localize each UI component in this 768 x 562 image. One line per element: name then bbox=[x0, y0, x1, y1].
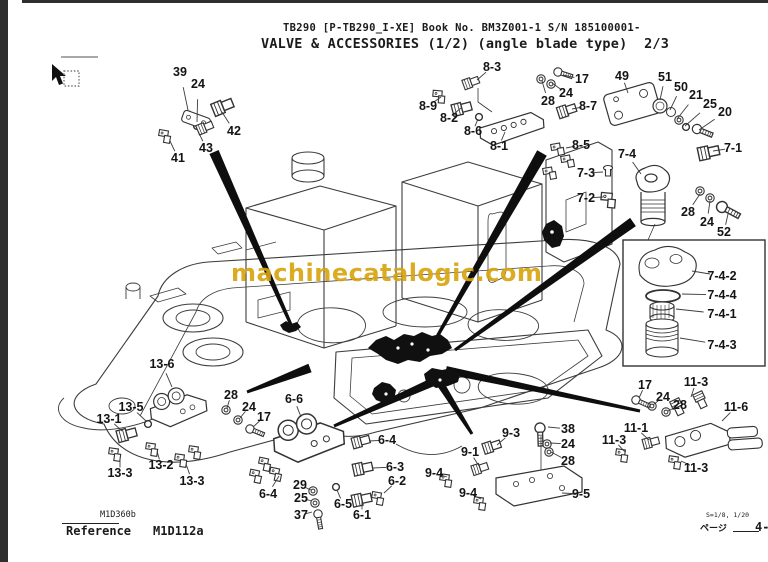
part-label: 8-6 bbox=[463, 124, 483, 138]
watermark-text: machinecatalogic.com bbox=[231, 259, 543, 287]
part-label: 24 bbox=[191, 77, 205, 91]
reference-row: Reference M1D112a bbox=[66, 524, 204, 538]
part-label: 29 bbox=[293, 478, 307, 492]
part-label: 7-2 bbox=[576, 191, 596, 205]
part-label: 17 bbox=[257, 410, 271, 424]
viewer-background-top-edge bbox=[22, 0, 768, 3]
part-label: 6-6 bbox=[284, 392, 304, 406]
scale-note: S=1/8, 1/20 bbox=[706, 511, 750, 519]
part-label: 9-4 bbox=[424, 466, 444, 480]
part-label: 28 bbox=[541, 94, 555, 108]
part-label: 28 bbox=[681, 205, 695, 219]
part-label: 13-1 bbox=[96, 412, 122, 426]
part-label: 11-1 bbox=[623, 421, 649, 435]
part-label: 38 bbox=[561, 422, 575, 436]
page-number-rule bbox=[733, 531, 759, 532]
part-label: 24 bbox=[559, 86, 573, 100]
reference-rule bbox=[62, 523, 119, 524]
part-label: 8-9 bbox=[418, 99, 438, 113]
part-label: 7-4 bbox=[617, 147, 637, 161]
part-label: 50 bbox=[674, 80, 688, 94]
part-label: 25 bbox=[294, 491, 308, 505]
part-label: 7-4-2 bbox=[707, 269, 737, 283]
location-arrows bbox=[209, 150, 641, 435]
page-title: VALVE & ACCESSORIES (1/2) (angle blade t… bbox=[261, 36, 670, 52]
part-label: 42 bbox=[227, 124, 241, 138]
part-label: 20 bbox=[718, 105, 732, 119]
drawing-code: M1D360b bbox=[100, 510, 136, 520]
part-label: 28 bbox=[224, 388, 238, 402]
part-glyphs bbox=[107, 66, 766, 531]
part-label: 9-5 bbox=[571, 487, 591, 501]
part-label: 24 bbox=[656, 390, 670, 404]
leader-lines bbox=[113, 71, 731, 515]
part-label: 6-2 bbox=[387, 474, 407, 488]
part-label: 13-3 bbox=[179, 474, 205, 488]
page-top-rule bbox=[61, 56, 98, 58]
part-label: 11-3 bbox=[601, 433, 627, 447]
part-label: 11-3 bbox=[683, 375, 709, 389]
part-label: 24 bbox=[561, 437, 575, 451]
part-label: 39 bbox=[173, 65, 187, 79]
reference-label: Reference bbox=[66, 524, 132, 538]
page-number: 4- bbox=[755, 520, 768, 534]
installed-valve-silhouettes bbox=[280, 220, 564, 404]
part-label: 11-3 bbox=[683, 461, 709, 475]
part-label: 6-4 bbox=[258, 487, 278, 501]
part-label: 13-5 bbox=[118, 400, 144, 414]
part-label: 6-4 bbox=[377, 433, 397, 447]
part-label: 6-5 bbox=[333, 497, 353, 511]
part-label: 7-3 bbox=[576, 166, 596, 180]
part-label: 17 bbox=[638, 378, 652, 392]
part-label: 51 bbox=[658, 70, 672, 84]
reference-value: M1D112a bbox=[153, 524, 204, 538]
part-label: 24 bbox=[242, 400, 256, 414]
part-label: 7-1 bbox=[723, 141, 743, 155]
part-label: 7-4-4 bbox=[707, 288, 737, 302]
part-label: 8-5 bbox=[571, 138, 591, 152]
part-label: 11-6 bbox=[723, 400, 749, 414]
part-label: 9-4 bbox=[458, 486, 478, 500]
part-label: 25 bbox=[703, 97, 717, 111]
part-label: 28 bbox=[673, 398, 687, 412]
part-label: 37 bbox=[294, 508, 308, 522]
page-label: ページ bbox=[700, 524, 727, 534]
part-label: 9-3 bbox=[501, 426, 521, 440]
part-label: 24 bbox=[700, 215, 714, 229]
part-label: 6-3 bbox=[385, 460, 405, 474]
part-label: 13-3 bbox=[107, 466, 133, 480]
part-label: 41 bbox=[171, 151, 185, 165]
viewer-background-left-edge bbox=[0, 0, 8, 562]
part-label: 8-7 bbox=[578, 99, 598, 113]
part-label: 7-4-1 bbox=[707, 307, 737, 321]
part-label: 9-1 bbox=[460, 445, 480, 459]
part-label: 49 bbox=[615, 69, 629, 83]
part-label: 8-2 bbox=[439, 111, 459, 125]
part-label: 8-3 bbox=[482, 60, 502, 74]
part-label: 28 bbox=[561, 454, 575, 468]
part-label: 17 bbox=[575, 72, 589, 86]
part-label: 43 bbox=[199, 141, 213, 155]
machine-frame-drawing bbox=[58, 141, 623, 463]
part-label: 52 bbox=[717, 225, 731, 239]
snapshot-cursor-icon[interactable] bbox=[52, 64, 80, 87]
book-info-line: TB290 [P-TB290_I-XE] Book No. BM3Z001-1 … bbox=[283, 22, 641, 34]
part-label: 13-6 bbox=[149, 357, 175, 371]
part-label: 6-1 bbox=[352, 508, 372, 522]
part-label: 8-1 bbox=[489, 139, 509, 153]
part-label: 13-2 bbox=[148, 458, 174, 472]
part-label: 7-4-3 bbox=[707, 338, 737, 352]
part-label: 21 bbox=[689, 88, 703, 102]
